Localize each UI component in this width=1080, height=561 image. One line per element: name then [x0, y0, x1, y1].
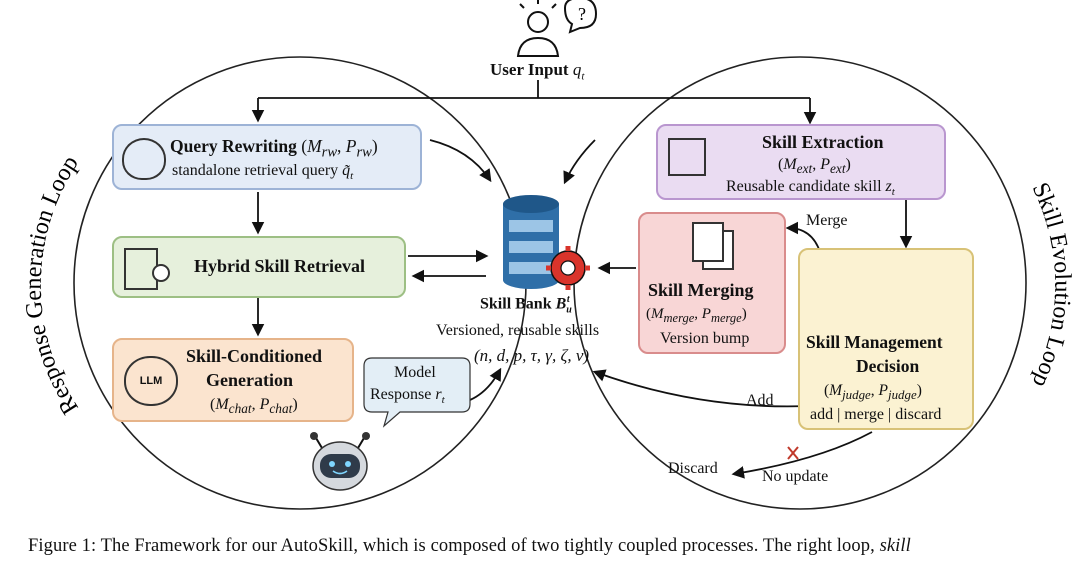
- model-response-line-2: Response: [370, 386, 432, 403]
- skill-merging-box: Skill Merging (Mmerge, Pmerge) Version b…: [638, 212, 786, 354]
- magnifier-icon: [152, 264, 170, 282]
- conditioned-generation-title-2: Generation: [206, 370, 293, 390]
- user-icon: [516, 0, 598, 57]
- skill-extraction-params: (Mext, Pext): [778, 156, 851, 177]
- skill-bank-label: Skill Bank But: [480, 294, 572, 316]
- management-title-1: Skill Management: [806, 332, 943, 352]
- conditioned-generation-box: LLM Skill-Conditioned Generation (Mchat,…: [112, 338, 354, 422]
- hybrid-retrieval-box: Hybrid Skill Retrieval: [112, 236, 406, 298]
- no-update-label: No update: [762, 468, 829, 485]
- no-update-cross-icon: [787, 446, 799, 460]
- hybrid-retrieval-title: Hybrid Skill Retrieval: [194, 256, 365, 276]
- conditioned-generation-title-1: Skill-Conditioned: [186, 346, 323, 366]
- query-rewriting-params: (Mrw, Prw): [301, 136, 378, 161]
- discard-edge-label: Discard: [668, 460, 718, 477]
- user-input-label: User Input qt: [490, 60, 585, 83]
- management-params: (Mjudge, Pjudge): [824, 382, 922, 403]
- conditioned-generation-params: (Mchat, Pchat): [210, 396, 298, 417]
- figure-caption: Figure 1: The Framework for our AutoSkil…: [28, 536, 911, 556]
- database-icon: [503, 195, 559, 289]
- management-title-2: Decision: [856, 356, 920, 376]
- query-rewriting-box: Query Rewriting (Mrw, Prw) standalone re…: [112, 124, 422, 190]
- skill-extraction-title: Skill Extraction: [762, 132, 884, 152]
- query-rewriting-title: Query Rewriting: [170, 136, 297, 156]
- skill-bank-tuple: (n, d, p, τ, γ, ζ, v): [474, 346, 590, 365]
- merge-docs-icon: [692, 222, 724, 262]
- robot-icon: [310, 432, 370, 491]
- user-input-arrows: [251, 80, 913, 479]
- skill-extraction-desc: Reusable candidate skill: [726, 178, 882, 195]
- skill-extraction-box: Skill Extraction (Mext, Pext) Reusable c…: [656, 124, 946, 200]
- query-rewriting-desc: standalone retrieval query: [172, 162, 339, 179]
- brain-icon: [122, 138, 166, 180]
- evolution-loop-label: Skill Evolution Loop: [1027, 179, 1076, 392]
- management-options: add | merge | discard: [810, 406, 942, 423]
- llm-brain-icon: LLM: [124, 356, 178, 406]
- gear-icon: [546, 246, 590, 290]
- add-edge-label: Add: [746, 392, 774, 409]
- skill-merging-title: Skill Merging: [648, 280, 754, 300]
- management-decision-box: Skill Management Decision (Mjudge, Pjudg…: [798, 248, 974, 430]
- question-mark-icon: ?: [578, 4, 586, 24]
- skill-merging-params: (Mmerge, Pmerge): [646, 306, 747, 325]
- skill-bank-desc: Versioned, reusable skills: [436, 322, 600, 339]
- skill-merging-desc: Version bump: [660, 330, 750, 347]
- chart-pickaxe-icon: [668, 138, 706, 176]
- response-speech-bubble: [363, 357, 471, 428]
- model-response-line-1: Model: [394, 364, 436, 381]
- merge-edge-label: Merge: [806, 212, 848, 229]
